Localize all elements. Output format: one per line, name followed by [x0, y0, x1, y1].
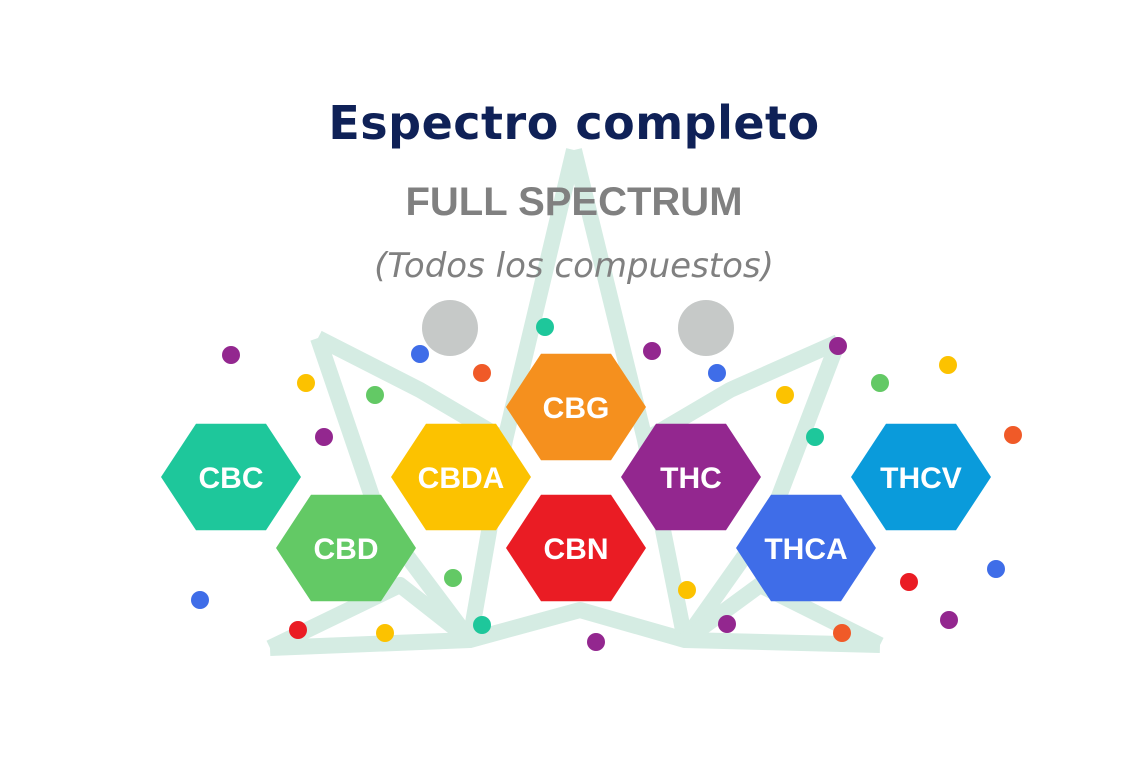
decorative-dot	[643, 342, 661, 360]
decorative-dot	[1004, 426, 1022, 444]
decorative-dot	[222, 346, 240, 364]
decorative-dot	[289, 621, 307, 639]
compound-hexagons: CBC CBD CBDA CBG CBN THC THCA THCV	[161, 353, 991, 602]
hexagon-label-cbc: CBC	[199, 462, 264, 495]
decorative-dot	[987, 560, 1005, 578]
hexagon-cbd	[276, 494, 416, 602]
decorative-dot	[900, 573, 918, 591]
hexagon-label-cbda: CBDA	[418, 462, 505, 495]
decorative-dot	[806, 428, 824, 446]
decorative-dot	[473, 364, 491, 382]
decorative-dot	[444, 569, 462, 587]
gray-ball	[678, 300, 734, 356]
page-title: Espectro completo	[328, 96, 820, 150]
hexagon-thcv	[851, 423, 991, 531]
decorative-dot	[191, 591, 209, 609]
hexagon-label-cbn: CBN	[544, 533, 609, 566]
hexagon-label-thcv: THCV	[880, 462, 962, 495]
decorative-dot	[939, 356, 957, 374]
hexagon-cbc	[161, 423, 301, 531]
hexagon-cbg	[506, 353, 646, 461]
decorative-dots	[191, 318, 1022, 651]
decorative-dot	[678, 581, 696, 599]
decorative-dot	[776, 386, 794, 404]
hexagon-label-cbg: CBG	[543, 392, 610, 425]
decorative-dot	[315, 428, 333, 446]
decorative-dot	[829, 337, 847, 355]
decorative-dot	[871, 374, 889, 392]
decorative-dot	[833, 624, 851, 642]
hexagon-label-cbd: CBD	[314, 533, 379, 566]
decorative-dot	[708, 364, 726, 382]
decorative-dot	[587, 633, 605, 651]
decorative-dot	[297, 374, 315, 392]
decorative-dot	[473, 616, 491, 634]
decorative-dot	[536, 318, 554, 336]
hexagon-thca	[736, 494, 876, 602]
hexagon-cbda	[391, 423, 531, 531]
decorative-dot	[411, 345, 429, 363]
decorative-dot	[940, 611, 958, 629]
hexagon-cbn	[506, 494, 646, 602]
hexagon-label-thc: THC	[660, 462, 722, 495]
hexagon-label-thca: THCA	[764, 533, 847, 566]
page-subtitle: FULL SPECTRUM	[405, 180, 743, 224]
page-note: (Todos los compuestos)	[374, 246, 774, 286]
gray-ball	[422, 300, 478, 356]
decorative-dot	[366, 386, 384, 404]
hexagon-thc	[621, 423, 761, 531]
decorative-dot	[376, 624, 394, 642]
decorative-dot	[718, 615, 736, 633]
